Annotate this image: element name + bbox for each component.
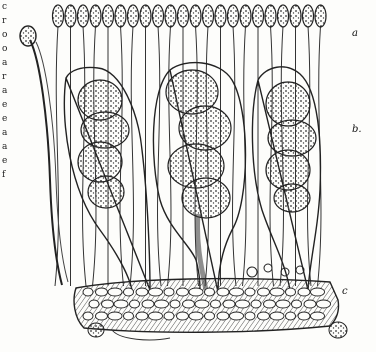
tissue-cell (114, 300, 128, 308)
label-a: a (352, 28, 358, 39)
tissue-cell (211, 300, 221, 308)
tissue-cell (217, 312, 229, 320)
tissue-cell (189, 312, 203, 320)
paraphysis-tip (178, 5, 189, 27)
tissue-cell (102, 300, 114, 308)
tissue-cell (230, 312, 244, 320)
tissue-cell (311, 288, 325, 296)
paraphysis-tip (78, 5, 89, 27)
tissue-cell (217, 288, 229, 296)
tissue-cell (108, 288, 122, 296)
tissue-cell (230, 288, 244, 296)
tissue-cell (96, 312, 108, 320)
tissue-cell (205, 312, 215, 320)
tissue-cell (83, 312, 93, 320)
tissue-cell (149, 312, 163, 320)
paraphysis-tip (240, 5, 251, 27)
tissue-cell (136, 312, 148, 320)
paraphysis-tip (253, 5, 264, 27)
paraphysis-tip (215, 5, 226, 27)
tissue-cell (183, 300, 195, 308)
paraphysis-tip (290, 5, 301, 27)
tissue-cell (286, 312, 296, 320)
tissue-cell (311, 312, 325, 320)
tissue-cell (149, 288, 163, 296)
paraphyses-tips (53, 5, 327, 27)
tissue-cell (251, 300, 261, 308)
paraphysis-tip (203, 5, 214, 27)
paraphysis-tip (53, 5, 64, 27)
label-c: c (342, 286, 348, 297)
tissue-cell (89, 300, 99, 308)
tissue-cell (96, 288, 108, 296)
paraphysis-tip (128, 5, 139, 27)
tissue-cell (155, 300, 169, 308)
tissue-cell (170, 300, 180, 308)
label-b: b. (352, 124, 362, 135)
tissue-cell (258, 288, 270, 296)
paraphysis-tip (140, 5, 151, 27)
tissue-cell (276, 300, 290, 308)
tissue-cell (205, 288, 215, 296)
paraphysis-tip (165, 5, 176, 27)
paraphysis-tip (153, 5, 164, 27)
paraphysis-thread (308, 26, 311, 286)
tissue-cell (177, 288, 189, 296)
tissue-cell (177, 312, 189, 320)
paraphysis-tip (190, 5, 201, 27)
tissue-cell (124, 312, 134, 320)
tissue-cell (189, 288, 203, 296)
tissue-cell (236, 300, 250, 308)
basal-tissue (74, 279, 338, 340)
tissue-cell (245, 312, 255, 320)
tissue-cell (286, 288, 296, 296)
tissue-cell (142, 300, 154, 308)
tissue-cell (298, 288, 310, 296)
paraphysis-tip (303, 5, 314, 27)
tissue-cell (164, 312, 174, 320)
tissue-cell (298, 312, 310, 320)
tissue-cell (270, 312, 284, 320)
paraphysis-tip (115, 5, 126, 27)
left-ascus (64, 67, 150, 290)
paraphysis-thread (158, 26, 161, 286)
paraphysis-thread (233, 26, 236, 286)
tissue-cell (136, 288, 148, 296)
paraphysis-tip (90, 5, 101, 27)
central-ascus (153, 63, 245, 292)
tissue-cells (83, 288, 331, 320)
paraphysis-tip (315, 5, 326, 27)
tissue-cell (292, 300, 302, 308)
paraphysis-tip (65, 5, 76, 27)
tissue-cell (317, 300, 331, 308)
tissue-cell (195, 300, 209, 308)
tissue-cell (164, 288, 174, 296)
tissue-cell (245, 288, 255, 296)
tissue-cell (264, 300, 276, 308)
paraphysis-tip (228, 5, 239, 27)
tissue-cell (108, 312, 122, 320)
left-curved-filament (20, 26, 68, 285)
tissue-cell (124, 288, 134, 296)
tissue-cell (223, 300, 235, 308)
tissue-cell (130, 300, 140, 308)
tissue-cell (258, 312, 270, 320)
tissue-cell (270, 288, 284, 296)
paraphysis-tip (265, 5, 276, 27)
tissue-cell (83, 288, 93, 296)
paraphysis-tip (278, 5, 289, 27)
paraphysis-tip (103, 5, 114, 27)
right-ascus (252, 67, 320, 290)
tissue-cell (304, 300, 316, 308)
